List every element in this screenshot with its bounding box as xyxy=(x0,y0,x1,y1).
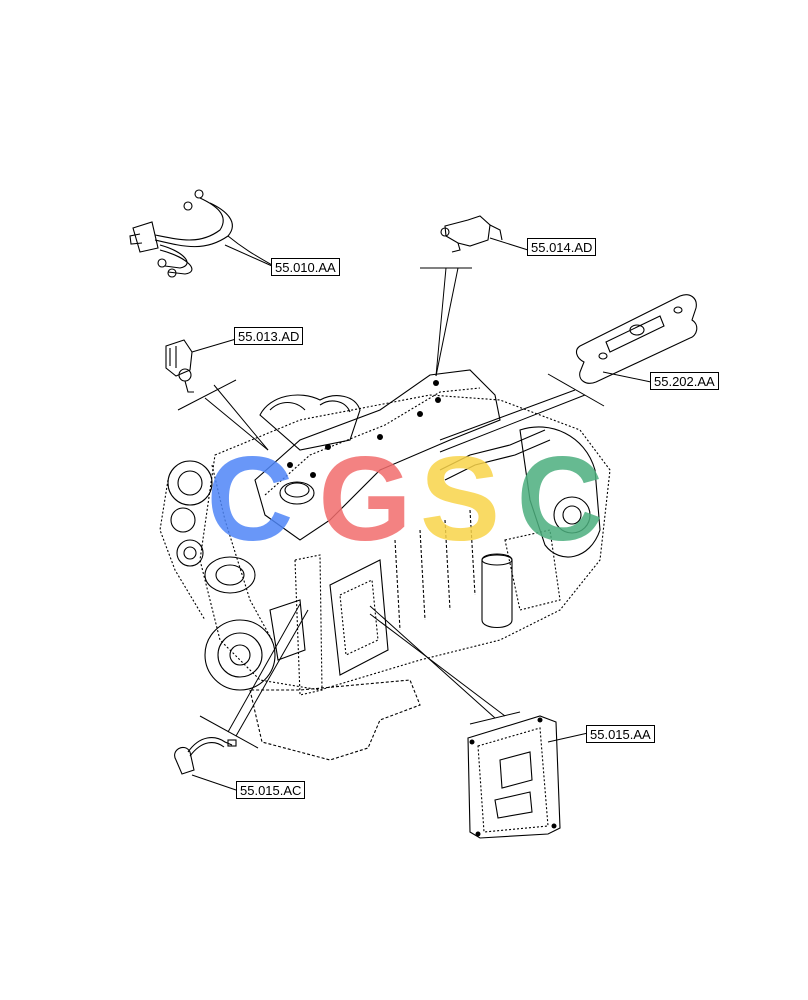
alternator xyxy=(204,556,256,594)
leader-pressure-sensor-callout xyxy=(177,379,269,451)
leader-gasket xyxy=(602,371,652,383)
leader-ecu xyxy=(547,732,589,743)
engine-assembly xyxy=(159,369,611,761)
mounted-ecu xyxy=(329,559,389,676)
drive-belt xyxy=(159,464,273,641)
pressure-sensor-part xyxy=(165,339,194,393)
label-speed-sensor[interactable]: 55.015.AC xyxy=(236,781,306,799)
leader-speed-sensor-callout xyxy=(199,603,309,749)
leader-ecu-callout xyxy=(369,605,521,725)
gasket-part xyxy=(575,294,698,384)
idler-pulley xyxy=(170,507,196,533)
ecu-part xyxy=(467,715,561,839)
speed-sensor-part xyxy=(174,737,237,775)
leader-boost-sensor xyxy=(489,237,529,251)
label-ecu[interactable]: 55.015.AA xyxy=(586,725,655,743)
intake-manifold xyxy=(259,394,361,451)
engine-block xyxy=(199,394,611,691)
watermark-letter-g: G xyxy=(318,432,411,566)
injector-harness-part xyxy=(129,189,273,278)
label-boost-sensor[interactable]: 55.014.AD xyxy=(527,238,597,256)
label-pressure-sensor[interactable]: 55.013.AD xyxy=(234,327,304,345)
fan-pulley xyxy=(167,460,213,506)
label-injector-harness[interactable]: 55.010.AA xyxy=(271,258,340,276)
watermark-letter-c1: C xyxy=(207,432,294,566)
label-gasket[interactable]: 55.202.AA xyxy=(650,372,719,390)
valve-cover xyxy=(254,369,501,541)
watermark-letter-s: S xyxy=(420,432,500,566)
leader-speed-sensor xyxy=(191,774,237,791)
oil-filler-cap xyxy=(279,481,315,505)
leader-injector-harness xyxy=(224,244,273,267)
boost-sensor-part xyxy=(440,215,503,253)
fuel-pump xyxy=(504,529,561,611)
leader-gasket-callout xyxy=(439,373,605,453)
fuel-rail xyxy=(439,429,551,481)
crank-pulley xyxy=(204,619,276,691)
fuel-filter xyxy=(481,553,513,629)
cover-bolts xyxy=(287,380,441,478)
watermark: C G S C xyxy=(207,432,604,566)
watermark-letter-c2: C xyxy=(517,432,604,566)
tensioner-pulley xyxy=(176,539,204,567)
leader-pressure-sensor xyxy=(191,338,237,353)
oil-pan xyxy=(249,679,421,761)
leader-boost-sensor-callout xyxy=(420,267,472,377)
